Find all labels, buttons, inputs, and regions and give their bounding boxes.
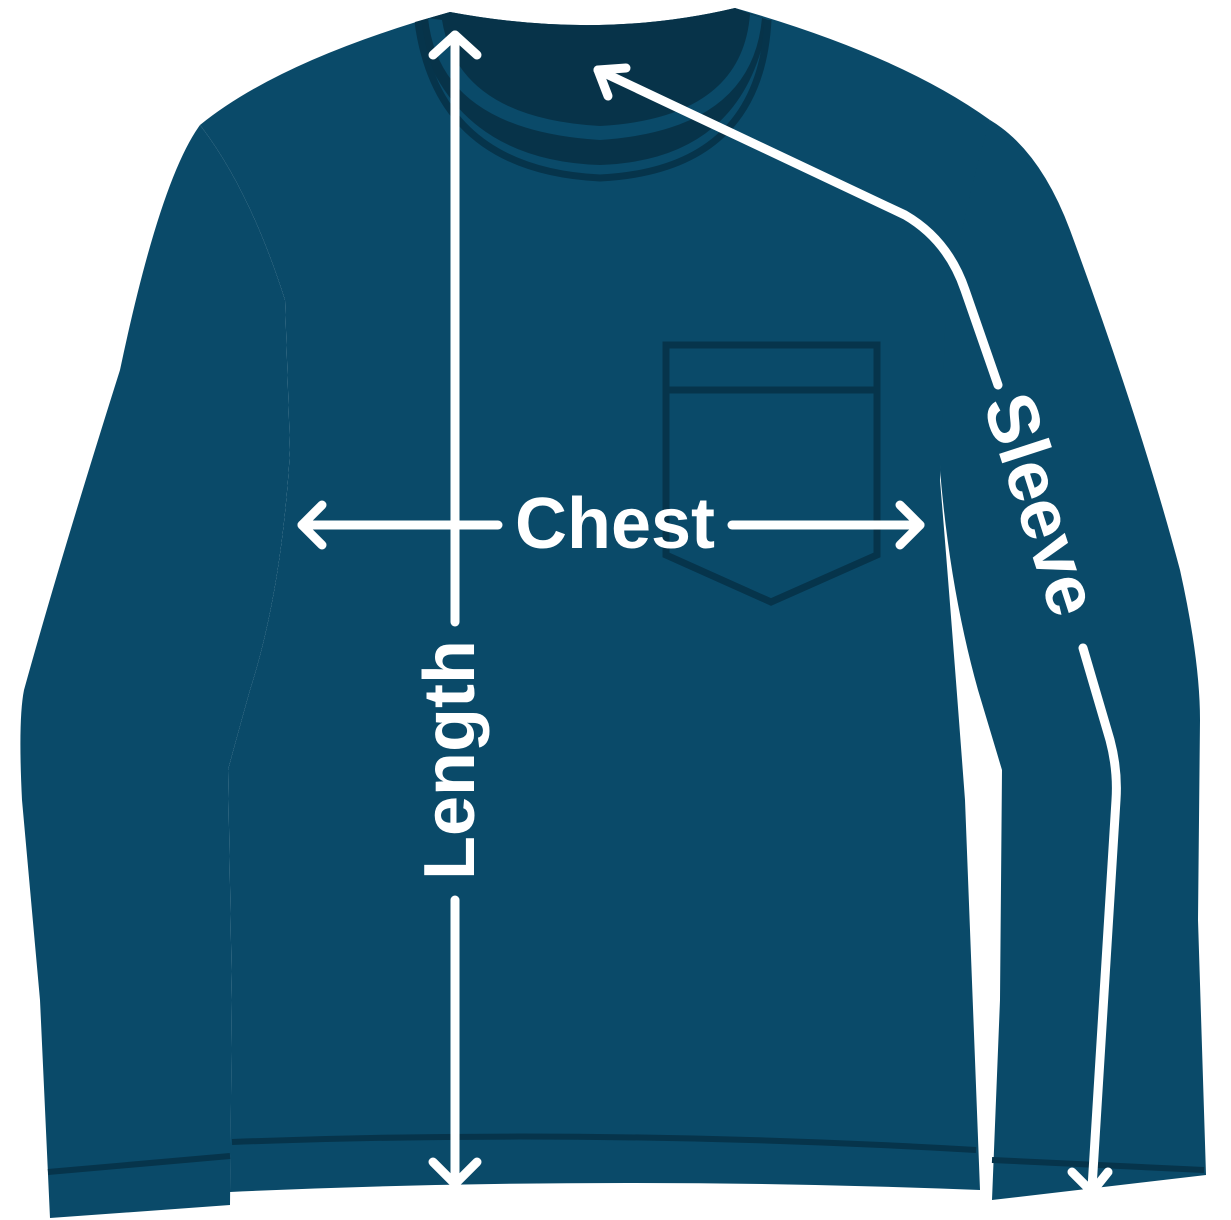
shirt-body: [200, 8, 990, 1192]
right-sleeve: [940, 120, 1206, 1200]
chest-label: Chest: [515, 484, 715, 564]
length-label: Length: [410, 640, 490, 880]
